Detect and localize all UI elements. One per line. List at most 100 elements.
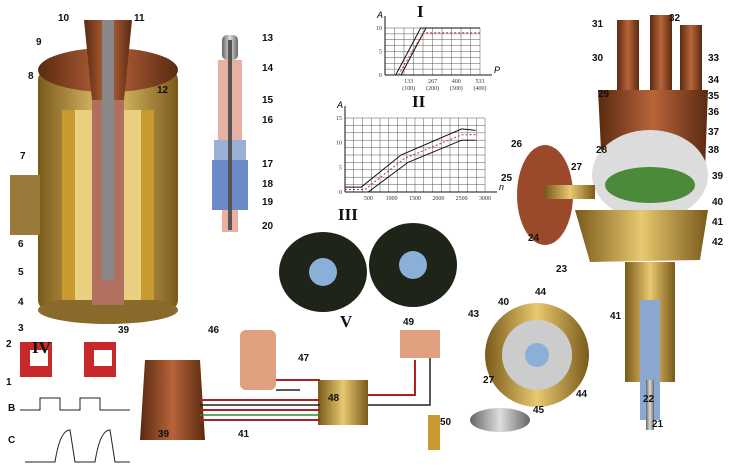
callout-4: 4 xyxy=(18,297,24,308)
x-tick-label: 2000 xyxy=(432,196,444,202)
callout-14: 14 xyxy=(262,63,274,74)
x-axis-label: n xyxy=(499,182,504,192)
x-tick-sublabel: (300) xyxy=(450,85,463,92)
callout-7: 7 xyxy=(20,151,26,162)
title-V: V xyxy=(340,312,353,331)
y-tick-label: 15 xyxy=(336,116,342,122)
title-II: II xyxy=(412,92,426,111)
callout-44: 44 xyxy=(576,389,588,400)
callout-17: 17 xyxy=(262,159,274,170)
x-tick-sublabel: (200) xyxy=(426,85,439,92)
advance-charts: 133(100)267(200)400(300)533(400)0510AP50… xyxy=(336,10,504,202)
callout-37: 37 xyxy=(708,127,720,138)
callout-39: 39 xyxy=(158,429,170,440)
callout-33: 33 xyxy=(708,53,720,64)
title-IV: IV xyxy=(32,338,51,357)
callout-13: 13 xyxy=(262,33,274,44)
series-mid xyxy=(345,134,476,191)
y-axis-label: A xyxy=(336,100,343,110)
wiring-circuit xyxy=(140,330,440,450)
callout-16: 16 xyxy=(262,115,274,126)
callout-41: 41 xyxy=(238,429,250,440)
callout-12: 12 xyxy=(157,85,169,96)
callout-21: 21 xyxy=(652,419,664,430)
callout-31: 31 xyxy=(592,19,604,30)
callout-49: 49 xyxy=(403,317,415,328)
callout-48: 48 xyxy=(328,393,340,404)
callout-5: 5 xyxy=(18,267,24,278)
y-axis-label: A xyxy=(376,10,383,20)
x-tick-sublabel: (400) xyxy=(474,85,487,92)
callout-35: 35 xyxy=(708,91,720,102)
breaker-assembly xyxy=(470,303,589,432)
callout-27: 27 xyxy=(571,162,583,173)
title-I: I xyxy=(417,2,424,21)
x-tick-label: 400 xyxy=(452,79,461,85)
x-tick-label: 133 xyxy=(404,79,413,85)
spark-plug xyxy=(212,35,248,232)
y-tick-label: 0 xyxy=(379,73,382,79)
callout-39: 39 xyxy=(712,171,724,182)
callout-43: 43 xyxy=(468,309,480,320)
callout-41: 41 xyxy=(712,217,724,228)
callout-9: 9 xyxy=(36,37,42,48)
breaker-plates xyxy=(279,223,457,312)
callout-38: 38 xyxy=(708,145,720,156)
x-tick-label: 267 xyxy=(428,79,437,85)
series-mid xyxy=(397,32,480,76)
y-tick-label: 0 xyxy=(339,190,342,196)
y-tick-label: 10 xyxy=(376,26,382,32)
callout-3: 3 xyxy=(18,323,24,334)
callout-40: 40 xyxy=(498,297,510,308)
callout-20: 20 xyxy=(262,221,274,232)
x-tick-label: 2500 xyxy=(456,196,468,202)
callout-46: 46 xyxy=(208,325,220,336)
callout-30: 30 xyxy=(592,53,604,64)
callout-44: 44 xyxy=(535,287,547,298)
x-axis-label: P xyxy=(494,65,500,75)
title-III: III xyxy=(338,205,358,224)
callout-8: 8 xyxy=(28,71,34,82)
callout-10: 10 xyxy=(58,13,70,24)
callout-40: 40 xyxy=(712,197,724,208)
callout-23: 23 xyxy=(556,264,568,275)
series-upper xyxy=(345,128,476,188)
y-tick-label: 5 xyxy=(339,165,342,171)
x-tick-label: 533 xyxy=(476,79,485,85)
hall-sensor-diagram xyxy=(20,342,130,463)
callout-18: 18 xyxy=(262,179,274,190)
callout-39: 39 xyxy=(118,325,130,336)
callout-27: 27 xyxy=(483,375,495,386)
callout-C: C xyxy=(8,435,16,446)
callout-41: 41 xyxy=(610,311,622,322)
callout-B: B xyxy=(8,403,16,414)
x-tick-label: 500 xyxy=(364,196,373,202)
callout-28: 28 xyxy=(596,145,608,156)
y-tick-label: 10 xyxy=(336,141,342,147)
callout-11: 11 xyxy=(134,13,145,24)
x-tick-label: 3000 xyxy=(479,196,491,202)
callout-6: 6 xyxy=(18,239,24,250)
x-tick-label: 1000 xyxy=(386,196,398,202)
series-lower xyxy=(400,27,480,76)
x-tick-label: 1500 xyxy=(409,196,421,202)
callout-22: 22 xyxy=(643,394,655,405)
callout-1: 1 xyxy=(6,377,12,388)
callout-32: 32 xyxy=(669,13,681,24)
callout-25: 25 xyxy=(501,173,513,184)
callout-2: 2 xyxy=(6,339,12,350)
ignition-coil xyxy=(10,20,178,324)
callout-29: 29 xyxy=(598,89,610,100)
callout-36: 36 xyxy=(708,107,720,118)
callout-47: 47 xyxy=(298,353,310,364)
callout-45: 45 xyxy=(533,405,545,416)
distributor xyxy=(517,15,708,430)
callout-19: 19 xyxy=(262,197,274,208)
y-tick-label: 5 xyxy=(379,50,382,56)
callout-34: 34 xyxy=(708,75,720,86)
callout-24: 24 xyxy=(528,233,540,244)
series-lower xyxy=(345,139,476,193)
callout-26: 26 xyxy=(511,139,523,150)
